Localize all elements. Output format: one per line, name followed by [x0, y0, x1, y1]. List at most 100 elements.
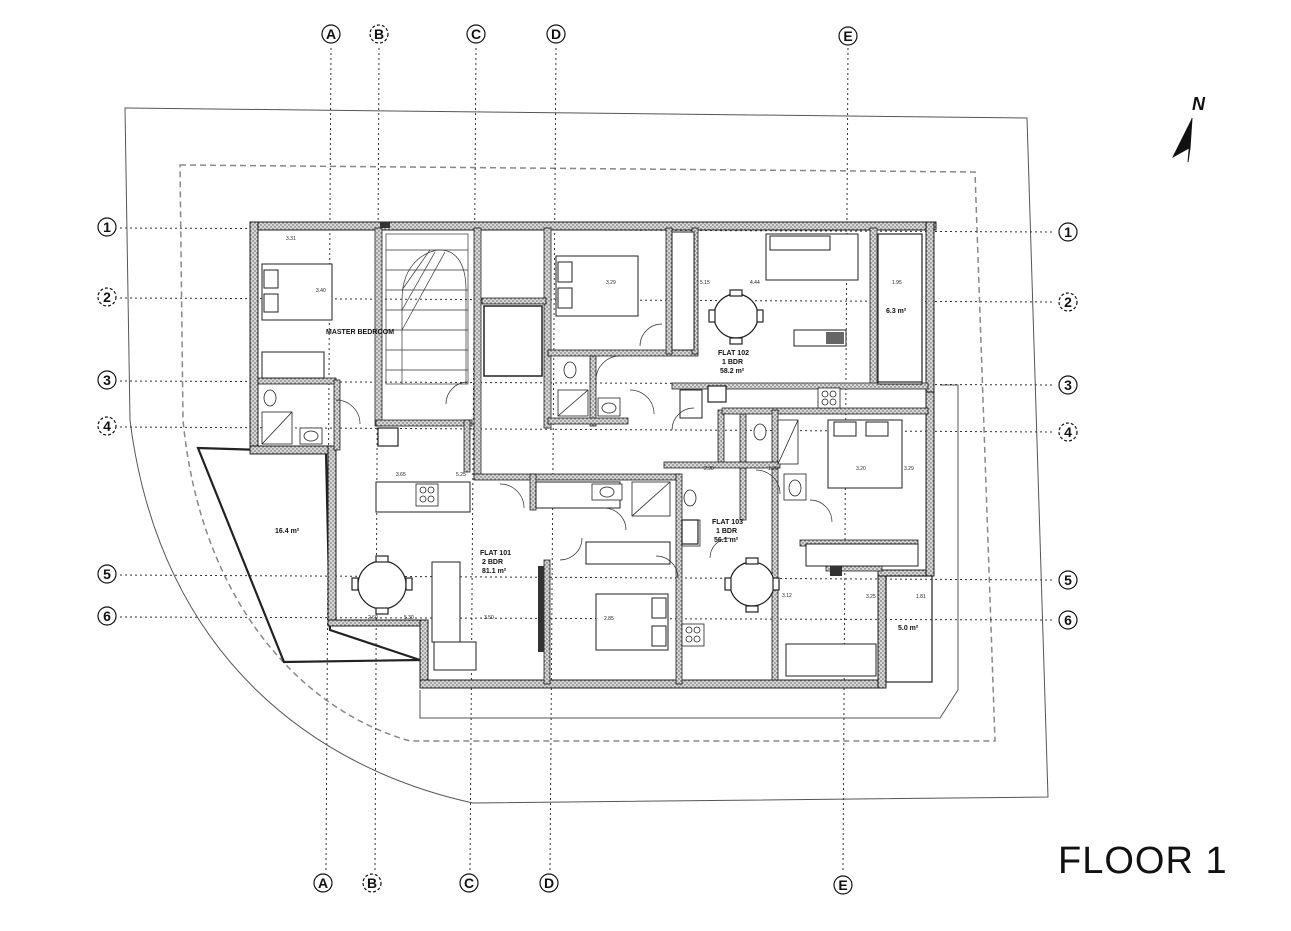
- svg-text:3: 3: [103, 372, 111, 388]
- grid-bubble-2-right: 2: [1058, 292, 1078, 312]
- dim-label: 3.31: [286, 236, 296, 242]
- grid-bubble-2-left: 2: [97, 287, 117, 307]
- svg-text:A: A: [326, 26, 336, 42]
- bed-master: [261, 263, 333, 321]
- grid-bubble-1-right: 1: [1058, 222, 1078, 242]
- north-arrow: N: [1172, 94, 1206, 163]
- grid-bubble-b-bottom: B: [362, 873, 382, 893]
- dimension-labels: 3.31 3.40 3.65 5.25 2.60 5.30 3.50 2.85 …: [286, 236, 926, 622]
- svg-text:4: 4: [103, 418, 111, 434]
- grid-bubble-5-left: 5: [97, 564, 117, 584]
- svg-text:C: C: [464, 875, 474, 891]
- grid-bubble-e-top: E: [838, 26, 858, 46]
- grid-bubble-4-right: 4: [1058, 422, 1078, 442]
- kitchen-island-flat102: [793, 329, 847, 347]
- site-boundary: [124, 107, 1049, 804]
- master-bedroom-label: MASTER BEDROOM: [326, 329, 394, 336]
- grid-bubble-4-left: 4: [97, 416, 117, 436]
- balcony-se-area: 5.0 m²: [898, 625, 919, 632]
- flat-103-area: 56.1 m²: [714, 537, 739, 544]
- elevator-shaft: [483, 305, 543, 377]
- svg-text:6: 6: [1064, 612, 1072, 628]
- flat-101-name: FLAT 101: [480, 550, 511, 557]
- svg-text:1: 1: [1064, 224, 1072, 240]
- exterior-walls: [249, 221, 937, 689]
- interior-walls: [257, 227, 929, 685]
- svg-text:3: 3: [1064, 377, 1072, 393]
- svg-text:2: 2: [103, 289, 111, 305]
- svg-text:5: 5: [1064, 572, 1072, 588]
- grid-bubble-a-top: A: [321, 24, 341, 44]
- grid-bubble-b-top: B: [369, 24, 389, 44]
- flat-103-type: 1 BDR: [716, 528, 737, 535]
- bed-flat101: [595, 593, 669, 651]
- grid-bubble-c-top: C: [466, 24, 486, 44]
- dim-label: 3.29: [606, 280, 616, 286]
- dim-label: 1.81: [916, 594, 926, 600]
- grid-bubble-6-left: 6: [97, 606, 117, 626]
- dining-tables: [351, 289, 780, 615]
- window-markers: [380, 222, 842, 652]
- terrace-west-area: 16.4 m²: [275, 528, 300, 535]
- flat-102-type: 1 BDR: [722, 359, 743, 366]
- grid-bubble-3-right: 3: [1058, 375, 1078, 395]
- grid-bubble-1-left: 1: [97, 217, 117, 237]
- svg-text:E: E: [838, 877, 847, 893]
- grid-bubble-c-bottom: C: [459, 873, 479, 893]
- dining-table-flat101: [351, 555, 413, 615]
- setback-outline: [179, 164, 996, 742]
- flat-102-name: FLAT 102: [718, 350, 749, 357]
- dim-label: 3.25: [866, 594, 876, 600]
- beds: [261, 255, 903, 651]
- stoves: [415, 387, 841, 647]
- shaft-boxes: [377, 385, 727, 545]
- flat-103-name: FLAT 103: [712, 519, 743, 526]
- dim-label: 3.40: [316, 288, 326, 294]
- dim-label: 2.85: [604, 616, 614, 622]
- balconies: [877, 233, 933, 683]
- bed-flat103: [827, 419, 903, 489]
- dim-label: 2.90: [704, 466, 714, 472]
- flat-101-type: 2 BDR: [482, 559, 503, 566]
- bed-flat102: [555, 255, 639, 317]
- svg-text:6: 6: [103, 608, 111, 624]
- grid-bubble-d-bottom: D: [539, 873, 559, 893]
- svg-text:B: B: [367, 875, 377, 891]
- dim-label: 5.15: [700, 280, 710, 286]
- grid-bubble-d-top: D: [546, 24, 566, 44]
- floor-title: FLOOR 1: [1058, 840, 1228, 882]
- furniture-cabinets: [261, 231, 923, 677]
- svg-text:D: D: [544, 875, 554, 891]
- door-swings: [335, 323, 833, 579]
- dim-label: 5.30: [404, 615, 414, 621]
- dim-label: 3.12: [782, 593, 792, 599]
- grid-bubble-5-right: 5: [1058, 570, 1078, 590]
- staircase: [385, 233, 469, 385]
- dim-label: 5.25: [456, 472, 466, 478]
- svg-text:E: E: [843, 28, 852, 44]
- dim-label: 2.60: [368, 615, 378, 621]
- balcony-ne-area: 6.3 m²: [886, 308, 907, 315]
- dim-label: 3.20: [856, 466, 866, 472]
- grid-bubble-a-bottom: A: [313, 873, 333, 893]
- grid-bubble-6-right: 6: [1058, 610, 1078, 630]
- svg-text:1: 1: [103, 219, 111, 235]
- terrace-west: [196, 446, 421, 664]
- dining-table-flat102: [708, 289, 764, 345]
- grid-bubble-3-left: 3: [97, 370, 117, 390]
- dim-label: 3.65: [396, 472, 406, 478]
- flat-102-area: 58.2 m²: [720, 368, 745, 375]
- dim-label: 1.20: [768, 466, 778, 472]
- svg-text:C: C: [471, 26, 481, 42]
- dim-label: 4.44: [750, 280, 760, 286]
- dim-label: 1.95: [892, 280, 902, 286]
- dim-label: 3.29: [904, 466, 914, 472]
- grid-bubbles: A B C D E A B C D E 1 2 3 4 5 6 1 2 3 4 …: [97, 24, 1078, 895]
- svg-text:2: 2: [1064, 294, 1072, 310]
- svg-text:A: A: [318, 875, 328, 891]
- grid-bubble-e-bottom: E: [833, 875, 853, 895]
- svg-text:B: B: [374, 26, 384, 42]
- svg-text:4: 4: [1064, 424, 1072, 440]
- room-labels: MASTER BEDROOM FLAT 102 1 BDR 58.2 m² FL…: [275, 308, 919, 632]
